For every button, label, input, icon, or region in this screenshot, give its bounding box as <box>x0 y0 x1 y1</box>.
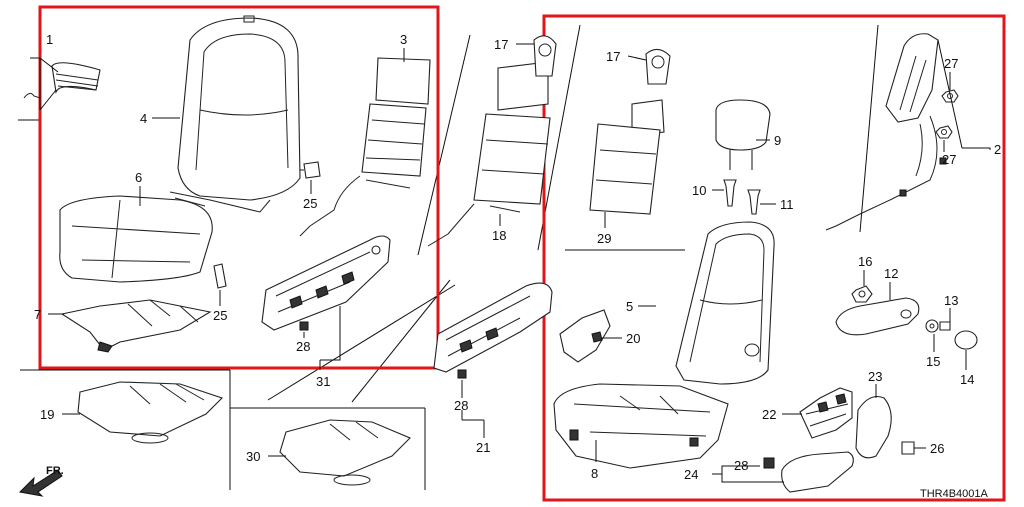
callout-26: 26 <box>930 441 944 456</box>
callout-25-upper: 25 <box>303 196 317 211</box>
highlight-frame-right <box>542 14 1006 502</box>
part-seat-side-frame-left <box>261 235 391 331</box>
part-seat-bottom-pad-30 <box>279 419 411 486</box>
callout-23: 23 <box>868 369 882 384</box>
front-label: FR. <box>46 465 64 477</box>
callout-8: 8 <box>591 466 598 481</box>
part-headrest-guide-11 <box>747 189 761 215</box>
part-recliner-mechanism <box>799 387 853 439</box>
part-side-airbag <box>825 33 947 231</box>
callout-labels: 1 4 6 3 25 25 7 28 31 17 18 28 21 19 30 … <box>34 32 1001 500</box>
callout-12: 12 <box>884 266 898 281</box>
callout-28-right: 28 <box>734 458 748 473</box>
part-clip-set <box>23 62 101 99</box>
part-back-heater-panel <box>427 61 551 247</box>
callout-17-middle: 17 <box>494 37 508 52</box>
callout-5: 5 <box>626 299 633 314</box>
part-side-bracket <box>559 309 611 363</box>
part-headrest-guide-10 <box>723 179 737 207</box>
part-clip-17-middle <box>533 35 557 77</box>
callout-22: 22 <box>762 407 776 422</box>
callout-13: 13 <box>944 293 958 308</box>
callout-25-lower: 25 <box>213 308 227 323</box>
part-seat-side-cover <box>781 451 854 493</box>
document-id: THR4B4001A <box>920 488 989 500</box>
part-headrest <box>715 99 771 170</box>
callout-16: 16 <box>858 254 872 269</box>
callout-9: 9 <box>774 133 781 148</box>
callout-4: 4 <box>140 111 147 126</box>
callout-24: 24 <box>684 467 698 482</box>
callout-15: 15 <box>926 354 940 369</box>
part-clip-25-lower <box>213 263 227 289</box>
part-clip-28-middle <box>457 369 467 379</box>
callout-1: 1 <box>46 32 53 47</box>
callout-11: 11 <box>780 197 794 212</box>
leader-lines <box>30 39 991 483</box>
part-clip-28-right <box>763 457 775 469</box>
callout-19: 19 <box>40 407 54 422</box>
callout-3: 3 <box>400 32 407 47</box>
part-nut-16 <box>851 285 873 303</box>
part-nut-27-lower <box>935 125 953 139</box>
part-seat-cushion-cover <box>59 195 213 283</box>
part-washer-15 <box>925 319 939 333</box>
front-direction-arrow <box>18 469 63 497</box>
highlight-frame-left <box>38 5 440 370</box>
part-seat-cushion-frame <box>553 383 729 469</box>
part-clip-28-left <box>299 321 309 331</box>
callout-28-left: 28 <box>296 339 310 354</box>
callout-28-middle: 28 <box>454 398 468 413</box>
callout-2: 2 <box>994 142 1001 157</box>
part-seat-side-frame-right <box>433 282 553 373</box>
callout-10: 10 <box>692 183 706 198</box>
callout-20: 20 <box>626 331 640 346</box>
part-seatback-cover <box>169 15 301 213</box>
callout-31: 31 <box>316 374 330 389</box>
callout-27-lower: 27 <box>942 152 956 167</box>
part-side-trim-cover <box>835 297 920 336</box>
part-cap-14 <box>954 330 978 350</box>
part-bolt-13 <box>939 321 951 331</box>
callout-30: 30 <box>246 449 260 464</box>
part-recliner-cover <box>855 395 892 459</box>
part-back-pad <box>299 57 431 237</box>
part-seat-bottom-pad-19 <box>77 381 224 444</box>
part-clip-25-upper <box>300 161 321 179</box>
part-back-heater-mat <box>589 99 665 215</box>
part-screw-26 <box>901 441 926 455</box>
part-cushion-pad <box>60 299 212 353</box>
part-seatback-frame <box>675 221 775 385</box>
callout-18: 18 <box>492 228 506 243</box>
callout-7: 7 <box>34 307 41 322</box>
part-clip-17-right <box>645 48 671 85</box>
callout-29: 29 <box>597 231 611 246</box>
callout-21: 21 <box>476 440 490 455</box>
callout-27-upper: 27 <box>944 56 958 71</box>
callout-6: 6 <box>135 170 142 185</box>
callout-14: 14 <box>960 372 974 387</box>
callout-17-right: 17 <box>606 49 620 64</box>
